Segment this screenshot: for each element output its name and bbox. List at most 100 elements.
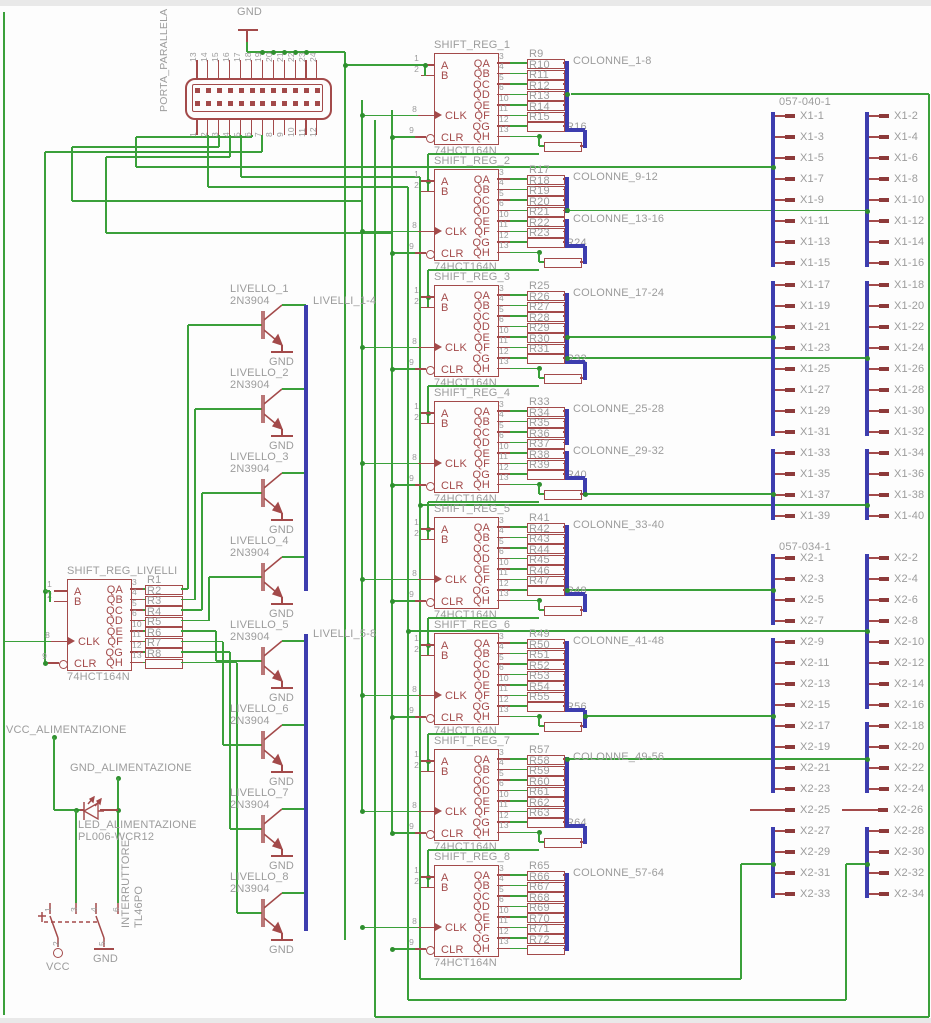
- clr-bubble-icon: [426, 481, 435, 491]
- resistor-body: [145, 606, 183, 616]
- connector-pin-contact: [785, 198, 795, 202]
- wire-segment: [418, 114, 434, 117]
- junction-dot: [359, 113, 365, 118]
- wire-segment: [130, 651, 143, 653]
- resistor-body: [527, 923, 565, 934]
- pin-number: 1: [414, 865, 419, 875]
- wire-segment: [497, 800, 510, 802]
- connector-pin-label: X2-30: [894, 845, 925, 858]
- connector-pin-label: X2-6: [894, 593, 919, 606]
- wire-segment: [497, 346, 510, 349]
- pin-name: QE: [473, 795, 490, 808]
- pin-number: 5: [499, 71, 504, 82]
- wire-segment: [497, 821, 510, 823]
- resistor-body: [527, 428, 565, 438]
- wire-segment: [106, 156, 230, 158]
- pin-number: 17: [231, 52, 242, 62]
- pin-number: 1: [414, 169, 419, 179]
- wire-segment: [867, 515, 879, 517]
- vcc-terminal-icon: [53, 948, 63, 958]
- connector-pin-label: X2-32: [894, 866, 925, 879]
- wire-segment: [867, 662, 879, 664]
- wire-segment: [117, 778, 119, 903]
- resistor-ref: R51: [529, 649, 550, 661]
- resistor-ref: R11: [529, 69, 549, 81]
- connector-pin-label: X1-35: [800, 467, 831, 480]
- wire-segment: [421, 422, 434, 425]
- connector-pin-contact: [785, 556, 795, 560]
- connector-pin-label: X1-25: [800, 362, 831, 375]
- wire-segment: [497, 336, 510, 338]
- connector-pin-contact: [785, 177, 795, 181]
- pin-name: QD: [473, 437, 490, 449]
- pin-name: A: [74, 585, 82, 598]
- connector-pin-label: X1-6: [894, 151, 919, 164]
- wire-segment: [418, 346, 434, 349]
- wire-segment: [305, 60, 307, 78]
- connector-pin-contact: [879, 367, 889, 371]
- wire-segment: [583, 362, 587, 380]
- wire-segment: [583, 594, 587, 612]
- wire-segment: [130, 630, 143, 632]
- wire-segment: [510, 125, 527, 127]
- wire-segment: [773, 767, 785, 769]
- resistor-ref: R37: [529, 438, 550, 450]
- connector-pin-contact: [879, 451, 889, 455]
- wire-segment: [563, 905, 565, 908]
- connector-pin-label: X1-4: [894, 130, 919, 143]
- resistor-body: [544, 838, 582, 848]
- wire-segment: [580, 841, 583, 843]
- wire-segment: [294, 118, 296, 135]
- connector-pin-contact: [785, 850, 795, 854]
- connector-pin-label: X1-27: [800, 383, 831, 396]
- resistor-ref: R13: [529, 90, 550, 102]
- pin-number: 11: [132, 629, 142, 639]
- wire-segment: [418, 462, 434, 465]
- wire-segment: [281, 429, 283, 436]
- pin-name: QF: [474, 922, 490, 934]
- pin-name: CLK: [445, 574, 467, 586]
- wire-segment: [130, 588, 143, 590]
- wire-segment: [362, 578, 418, 581]
- wire-segment: [282, 472, 306, 474]
- wire-segment: [421, 538, 434, 541]
- pin-number: 6: [499, 894, 504, 904]
- wire-segment: [538, 136, 540, 146]
- connector-pin-contact: [785, 514, 795, 518]
- wire-segment: [51, 640, 67, 643]
- resistor-body: [527, 322, 565, 333]
- wire-segment: [563, 72, 565, 75]
- wire-segment: [281, 849, 283, 856]
- wire-segment: [563, 642, 565, 644]
- wire-segment: [49, 591, 51, 602]
- pin-name: QF: [474, 226, 490, 238]
- pin-name: CLK: [445, 806, 467, 818]
- wire-segment: [539, 145, 544, 147]
- resistor-ref: R54: [529, 680, 550, 693]
- wire-segment: [407, 187, 409, 1000]
- wire-segment: [773, 452, 785, 454]
- wire-segment: [510, 810, 527, 813]
- wire-segment: [45, 590, 50, 592]
- pin-number: 6: [132, 608, 137, 618]
- wire-segment: [261, 60, 263, 78]
- resistor-ref: R41: [529, 512, 550, 524]
- pin-name: B: [441, 534, 449, 546]
- bus-label: COLONNE_9-12: [573, 171, 658, 183]
- pin-name: CLK: [445, 690, 467, 702]
- wire-segment: [867, 284, 879, 286]
- connector-pin-contact: [879, 514, 889, 518]
- switch-icon: [38, 903, 119, 947]
- wire-segment: [345, 64, 425, 66]
- wire-segment: [362, 462, 418, 465]
- wire-segment: [583, 710, 587, 728]
- wire-segment: [497, 673, 510, 676]
- pin-number: 11: [499, 683, 509, 693]
- wire-segment: [867, 305, 879, 307]
- clock-triangle-icon: [435, 227, 442, 235]
- wire-segment: [229, 652, 231, 829]
- wire-segment: [392, 252, 415, 254]
- wire-segment: [283, 60, 285, 78]
- connector-pin-label: X2-4: [894, 572, 919, 585]
- pin-name: QH: [473, 247, 490, 259]
